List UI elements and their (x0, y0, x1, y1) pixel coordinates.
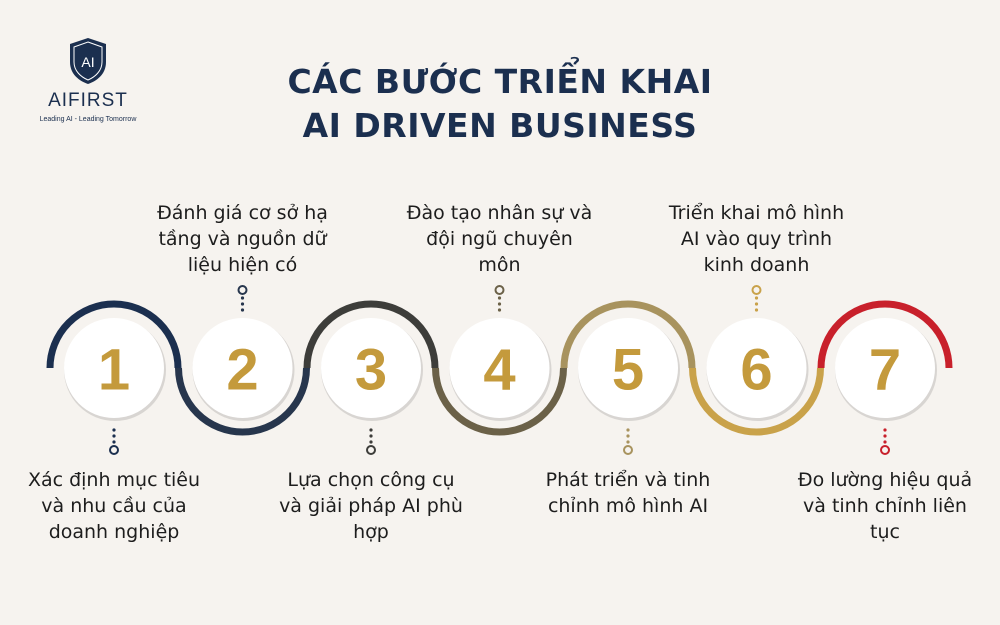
step-1-connector-dot-2 (112, 434, 116, 438)
step-3-arc (303, 300, 439, 369)
step-1: 1 (46, 300, 182, 455)
step-3-connector-dot-1 (369, 428, 373, 432)
step-5: 5 (560, 300, 696, 455)
step-2-number: 2 (226, 338, 258, 403)
step-4-connector-ring (494, 285, 505, 295)
step-6: 6 (689, 285, 824, 436)
step-4-disc (449, 318, 550, 418)
step-7-connector-ring (880, 445, 890, 455)
step-5-connector-ring (623, 445, 633, 455)
step-3-connector-ring (366, 445, 376, 455)
step-7-connector-dot-3 (883, 440, 887, 444)
step-7: 7 (817, 300, 953, 455)
step-5-connector-dot-2 (626, 434, 630, 438)
step-1-arc (46, 300, 182, 369)
step-1-disc (64, 318, 164, 418)
title-line-1: CÁC BƯỚC TRIỂN KHAI (287, 62, 713, 101)
step-5-arc (560, 300, 696, 369)
step-6-connector-ring (751, 285, 762, 295)
step-7-connector-dot-1 (883, 428, 887, 432)
step-6-connector-dot-2 (754, 302, 759, 306)
brand-logo: AI AIFIRST Leading AI - Leading Tomorrow (28, 36, 148, 123)
brand-tagline: Leading AI - Leading Tomorrow (39, 116, 137, 123)
step-3-connector-dot-3 (369, 440, 373, 444)
step-2-connector-dot-2 (240, 302, 245, 306)
step-7-arc (817, 300, 953, 369)
step-6-connector-dot-3 (754, 308, 759, 312)
emblem-text: AI (81, 54, 94, 70)
step-2-connector-dot-3 (240, 308, 245, 312)
step-6-label: Triển khai mô hình AI vào quy trình kinh… (668, 202, 845, 276)
step-1-number: 1 (98, 338, 130, 403)
step-7-connector-dot-2 (883, 434, 887, 438)
step-5-disc (578, 318, 678, 418)
step-4-connector-dot-1 (497, 296, 502, 300)
step-4-number: 4 (483, 338, 515, 403)
page-title: CÁC BƯỚC TRIỂN KHAI AI DRIVEN BUSINESS (0, 60, 1000, 148)
step-3: 3 (303, 300, 439, 455)
shield-logo-icon: AI (70, 38, 106, 84)
step-5-number: 5 (612, 338, 644, 403)
step-3-label: Lựa chọn công cụ và giải pháp AI phù hợp (279, 469, 463, 543)
step-3-number: 3 (355, 338, 387, 403)
step-2-connector-dot-1 (240, 296, 245, 300)
step-6-arc (689, 367, 824, 436)
step-7-label: Đo lường hiệu quả và tinh chỉnh liên tục (797, 469, 973, 543)
step-1-connector-dot-1 (112, 428, 116, 432)
step-6-connector-dot-1 (754, 296, 759, 300)
step-3-connector-dot-2 (369, 434, 373, 438)
title-line-2: AI DRIVEN BUSINESS (302, 106, 698, 145)
step-4-arc (432, 367, 567, 436)
step-5-connector-dot-1 (626, 428, 630, 432)
step-7-number: 7 (869, 338, 901, 403)
step-5-connector-dot-3 (626, 440, 630, 444)
step-6-disc (706, 318, 807, 418)
step-1-label: Xác định mục tiêu và nhu cầu của doanh n… (27, 469, 201, 543)
step-4-label: Đào tạo nhân sự và đội ngũ chuyên môn (406, 202, 593, 276)
step-2-connector-ring (237, 285, 248, 295)
step-3-disc (321, 318, 421, 418)
step-2: 2 (175, 285, 310, 436)
step-4-connector-dot-3 (497, 308, 502, 312)
step-7-disc (835, 318, 935, 418)
step-2-arc (175, 367, 310, 436)
step-2-label: Đánh giá cơ sở hạ tầng và nguồn dữ liệu … (157, 202, 328, 276)
step-1-connector-dot-3 (112, 440, 116, 444)
step-6-number: 6 (740, 338, 772, 403)
step-1-connector-ring (109, 445, 119, 455)
step-2-disc (192, 318, 293, 418)
step-4: 4 (432, 285, 567, 436)
step-4-connector-dot-2 (497, 302, 502, 306)
step-5-label: Phát triển và tinh chỉnh mô hình AI (545, 469, 711, 517)
brand-name: AIFIRST (48, 90, 128, 111)
